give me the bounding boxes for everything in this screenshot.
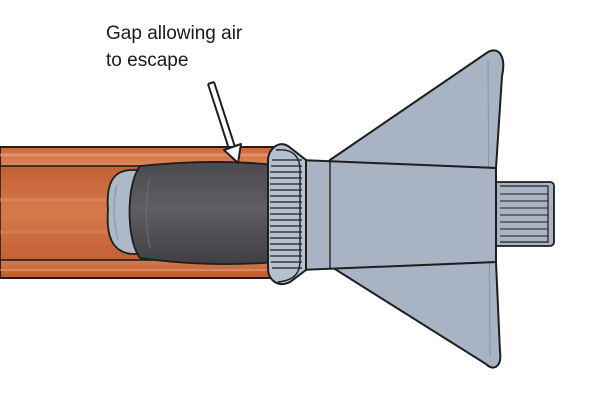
rubber-bung [128, 161, 276, 265]
plug-body [299, 158, 497, 272]
annotation-line-1: Gap allowing air [106, 23, 243, 44]
knurled-collar [267, 143, 307, 286]
annotation-line-2: to escape [106, 50, 189, 71]
gap-annotation-label: Gap allowing air to escape [106, 20, 242, 74]
thread-nut [493, 181, 555, 247]
annotation-arrow [207, 81, 242, 164]
